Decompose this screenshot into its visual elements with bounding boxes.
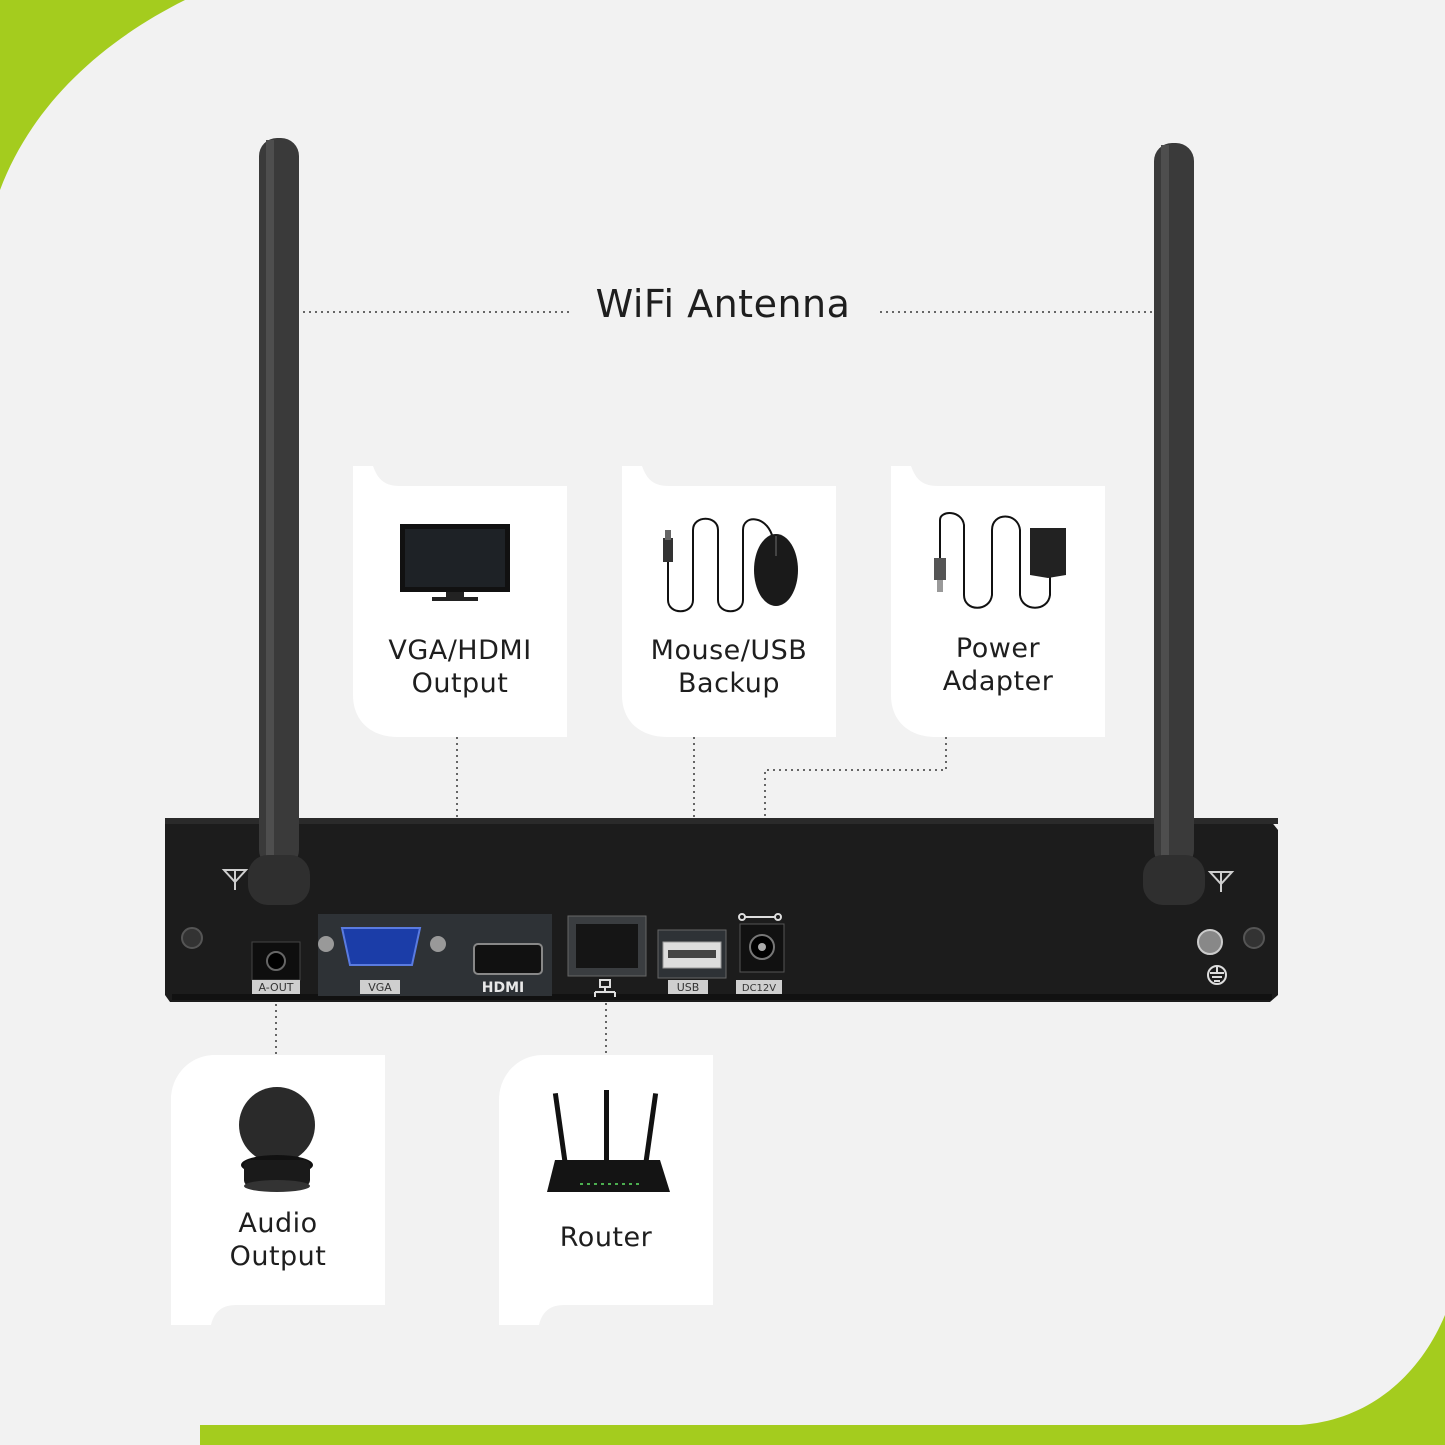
green-accent-bottom-right	[200, 1315, 1445, 1445]
antenna-symbol-right-icon	[1207, 871, 1235, 892]
screw-right	[1243, 927, 1265, 949]
power-adapter-icon	[934, 512, 1066, 609]
speaker-icon	[239, 1087, 315, 1192]
nvr-device	[165, 818, 1278, 1002]
monitor-icon	[400, 524, 510, 601]
port-label-usb: USB	[677, 981, 700, 994]
card-mouse-usb	[622, 466, 836, 737]
antenna-label: WiFi Antenna	[595, 282, 851, 326]
antenna-right	[1143, 143, 1205, 905]
router-icon	[547, 1090, 670, 1192]
label-audio-output: Audio Output	[229, 1208, 327, 1272]
green-accent-top-left	[0, 0, 185, 190]
label-power-adapter: Power Adapter	[942, 633, 1054, 697]
mouse-icon	[663, 517, 798, 613]
screw-left	[181, 927, 203, 949]
vga-port	[340, 927, 422, 966]
label-router: Router	[559, 1222, 653, 1253]
network-symbol-icon	[594, 979, 616, 997]
port-label-vga: VGA	[368, 981, 392, 994]
card-router-text: Router	[499, 1055, 713, 1305]
dc-port	[739, 923, 785, 973]
ground-terminal	[1197, 929, 1223, 955]
port-label-aout: A-OUT	[259, 981, 294, 994]
port-label-dc: DC12V	[742, 983, 776, 994]
antenna-symbol-left-icon	[221, 869, 249, 890]
card-audio-text: Audio Output	[171, 1055, 385, 1305]
card-power-text: Power Adapter	[891, 486, 1105, 737]
card-mouse-usb-text: Mouse/USB Backup	[622, 486, 836, 737]
hdmi-port	[473, 943, 543, 975]
dc-polarity-icon	[738, 913, 782, 921]
antenna-left	[248, 138, 310, 905]
label-vga-hdmi: VGA/HDMI Output	[388, 635, 532, 699]
ground-symbol-icon	[1207, 965, 1227, 985]
port-label-hdmi: HDMI	[482, 980, 524, 996]
card-vga-hdmi-text: VGA/HDMI Output	[353, 486, 567, 737]
label-mouse-usb: Mouse/USB Backup	[650, 635, 808, 699]
